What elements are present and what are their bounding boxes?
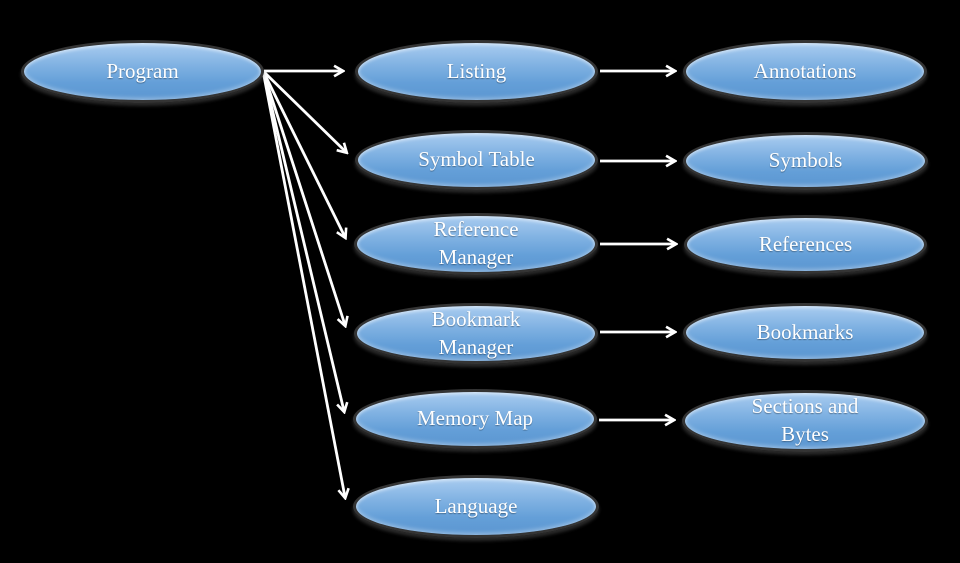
node-symbol-table: Symbol Table	[355, 130, 598, 190]
node-symbols-label: Symbols	[768, 148, 843, 173]
arrow-program-to-reference-manager	[262, 72, 345, 237]
node-sections-and-bytes: Sections and Bytes	[682, 390, 928, 452]
node-program: Program	[21, 40, 264, 103]
arrow-program-to-bookmark-manager	[262, 73, 345, 325]
node-listing-label: Listing	[446, 58, 507, 83]
node-annotations-label: Annotations	[753, 58, 857, 83]
node-symbols: Symbols	[683, 132, 928, 190]
node-program-label: Program	[106, 58, 179, 83]
node-listing: Listing	[355, 40, 598, 103]
arrow-program-to-memory-map	[262, 74, 344, 411]
node-references: References	[684, 215, 927, 274]
node-language-label: Language	[434, 493, 518, 518]
node-language: Language	[353, 475, 599, 538]
node-bookmarks: Bookmarks	[683, 303, 927, 362]
node-symbol-table-label: Symbol Table	[418, 147, 535, 172]
node-bookmark-manager-label: Bookmark Manager	[431, 306, 521, 359]
node-sections-and-bytes-label: Sections and Bytes	[751, 394, 859, 446]
arrow-program-to-language	[262, 75, 345, 497]
node-memory-map: Memory Map	[353, 389, 597, 449]
node-memory-map-label: Memory Map	[416, 406, 534, 431]
node-reference-manager: Reference Manager	[354, 213, 598, 275]
node-references-label: References	[758, 231, 853, 256]
node-annotations: Annotations	[683, 40, 927, 103]
node-reference-manager-label: Reference Manager	[433, 217, 519, 269]
arrow-program-to-symbol-table	[263, 70, 346, 152]
node-bookmarks-label: Bookmarks	[756, 319, 854, 344]
node-bookmark-manager: Bookmark Manager	[354, 303, 598, 364]
